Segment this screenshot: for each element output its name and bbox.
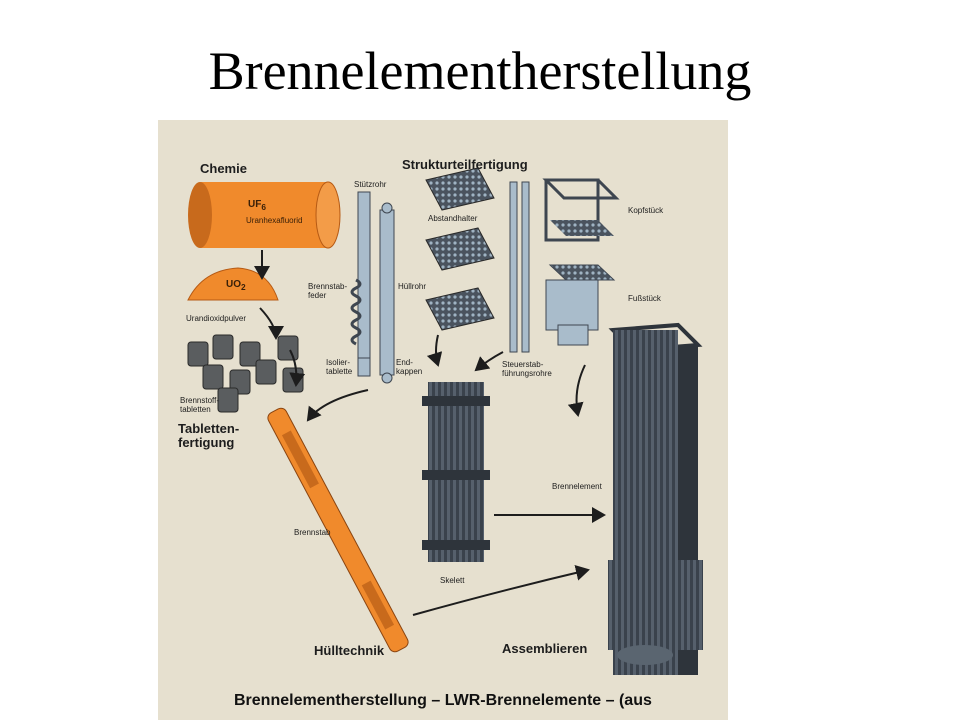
spacer-grids bbox=[425, 167, 495, 331]
endkappen-label: End- kappen bbox=[396, 358, 423, 376]
urandioxidpulver-label: Urandioxidpulver bbox=[186, 314, 247, 323]
abstandhalter-label: Abstandhalter bbox=[428, 214, 478, 223]
slide-title: Brennelementherstellung bbox=[208, 41, 752, 101]
fuel-pellets bbox=[187, 334, 304, 413]
uf6-cylinder bbox=[188, 181, 341, 249]
steuerstab-label: Steuerstab- führungsrohre bbox=[502, 360, 552, 378]
uo2-label: UO2 bbox=[226, 279, 246, 292]
stuetzrohr-label: Stützrohr bbox=[354, 180, 387, 189]
isoliertablette-label: Isolier- tablette bbox=[326, 358, 353, 376]
cladding-parts bbox=[350, 191, 395, 384]
section-tablettenfertigung: Tabletten- fertigung bbox=[178, 421, 240, 450]
brennstofftabletten-label: Brennstoff- tabletten bbox=[180, 396, 219, 414]
fuel-assembly bbox=[608, 322, 703, 675]
section-assemblieren: Assemblieren bbox=[502, 641, 588, 656]
huellrohr-label: Hüllrohr bbox=[398, 282, 427, 291]
section-chemie: Chemie bbox=[200, 161, 247, 176]
kopfstueck-label: Kopfstück bbox=[628, 206, 664, 215]
top-nozzle bbox=[542, 178, 620, 242]
section-strukturteilfertigung: Strukturteilfertigung bbox=[402, 157, 528, 172]
uf6-label: UF6 bbox=[248, 199, 266, 212]
fuel-rod bbox=[267, 407, 409, 653]
section-huelltechnik: Hülltechnik bbox=[314, 643, 385, 658]
brennstab-label: Brennstab bbox=[294, 528, 331, 537]
diagram-illustration bbox=[187, 167, 703, 675]
skelett-label: Skelett bbox=[440, 576, 465, 585]
figure-caption: Brennelementherstellung – LWR-Brenneleme… bbox=[234, 692, 652, 709]
process-arrows bbox=[254, 250, 606, 616]
brennelement-label: Brennelement bbox=[552, 482, 602, 491]
guide-tubes bbox=[509, 181, 530, 353]
skeleton-assembly bbox=[422, 382, 490, 562]
fuel-element-diagram: Chemie Strukturteilfertigung Tabletten- … bbox=[158, 120, 728, 720]
uranhexafluorid-label: Uranhexafluorid bbox=[246, 216, 303, 225]
bottom-nozzle bbox=[545, 264, 616, 346]
fussstueck-label: Fußstück bbox=[628, 294, 661, 303]
brennstabfeder-label: Brennstab- feder bbox=[308, 282, 348, 300]
